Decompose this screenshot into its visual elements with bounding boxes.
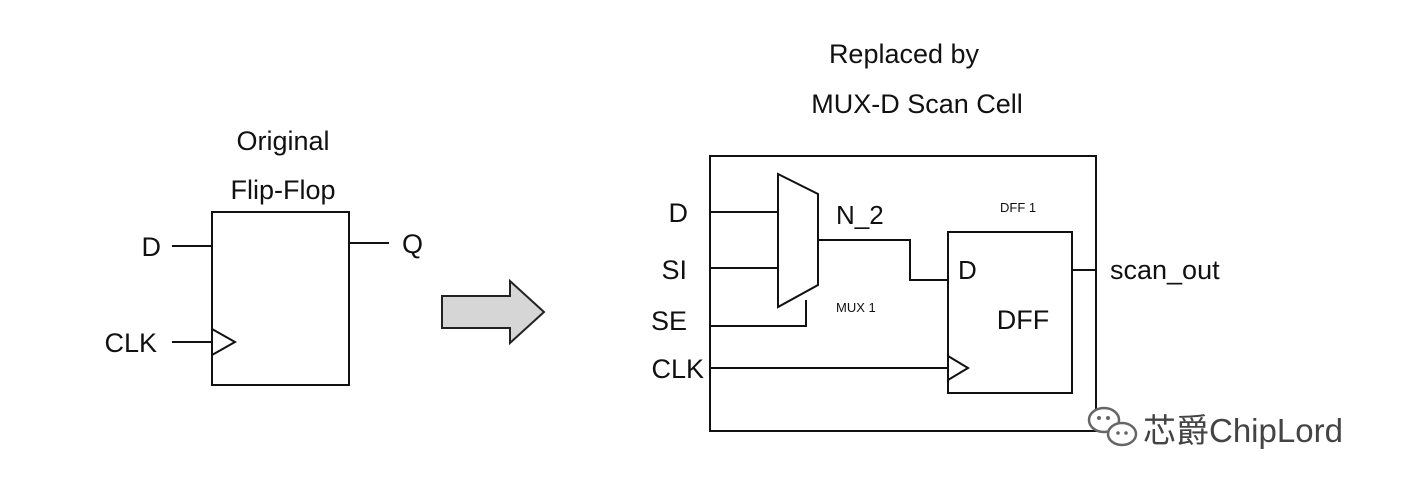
original-title-line1: Original	[236, 126, 329, 156]
scan-d-label: D	[669, 198, 689, 228]
dff-clk-triangle	[947, 355, 970, 381]
dff-instance-label: DFF 1	[1000, 200, 1036, 215]
wechat-icon	[1087, 406, 1138, 447]
dff-box	[947, 231, 1073, 394]
dff-name-label: DFF	[997, 305, 1049, 335]
transform-arrow	[441, 278, 546, 346]
scan-si-label: SI	[661, 255, 687, 285]
original-flip-flop: Original Flip-Flop D CLK Q	[104, 126, 423, 386]
original-d-label: D	[142, 232, 162, 262]
replaced-title-line2: MUX-D Scan Cell	[811, 89, 1023, 119]
scan-cell: Replaced by MUX-D Scan Cell D SI SE CLK …	[651, 39, 1220, 432]
watermark-text: 芯爵ChipLord	[1143, 412, 1343, 449]
dff-d-pin-label: D	[958, 255, 977, 285]
replaced-title-line1: Replaced by	[829, 39, 980, 69]
mux-shape	[777, 172, 819, 309]
watermark: 芯爵ChipLord	[1087, 406, 1343, 449]
original-ff-box	[211, 211, 350, 386]
original-clk-triangle	[211, 328, 238, 356]
scan-out-label: scan_out	[1110, 255, 1220, 285]
net-n2-label: N_2	[836, 200, 884, 230]
wire-se-to-mux	[710, 300, 807, 327]
original-title-line2: Flip-Flop	[230, 175, 335, 205]
wire-n2	[818, 239, 948, 281]
original-q-label: Q	[402, 229, 423, 259]
original-clk-label: CLK	[104, 328, 157, 358]
mux-label: MUX 1	[836, 300, 876, 315]
scan-se-label: SE	[651, 306, 687, 336]
scan-cell-outer-box	[709, 155, 1097, 432]
scan-clk-label: CLK	[651, 354, 704, 384]
